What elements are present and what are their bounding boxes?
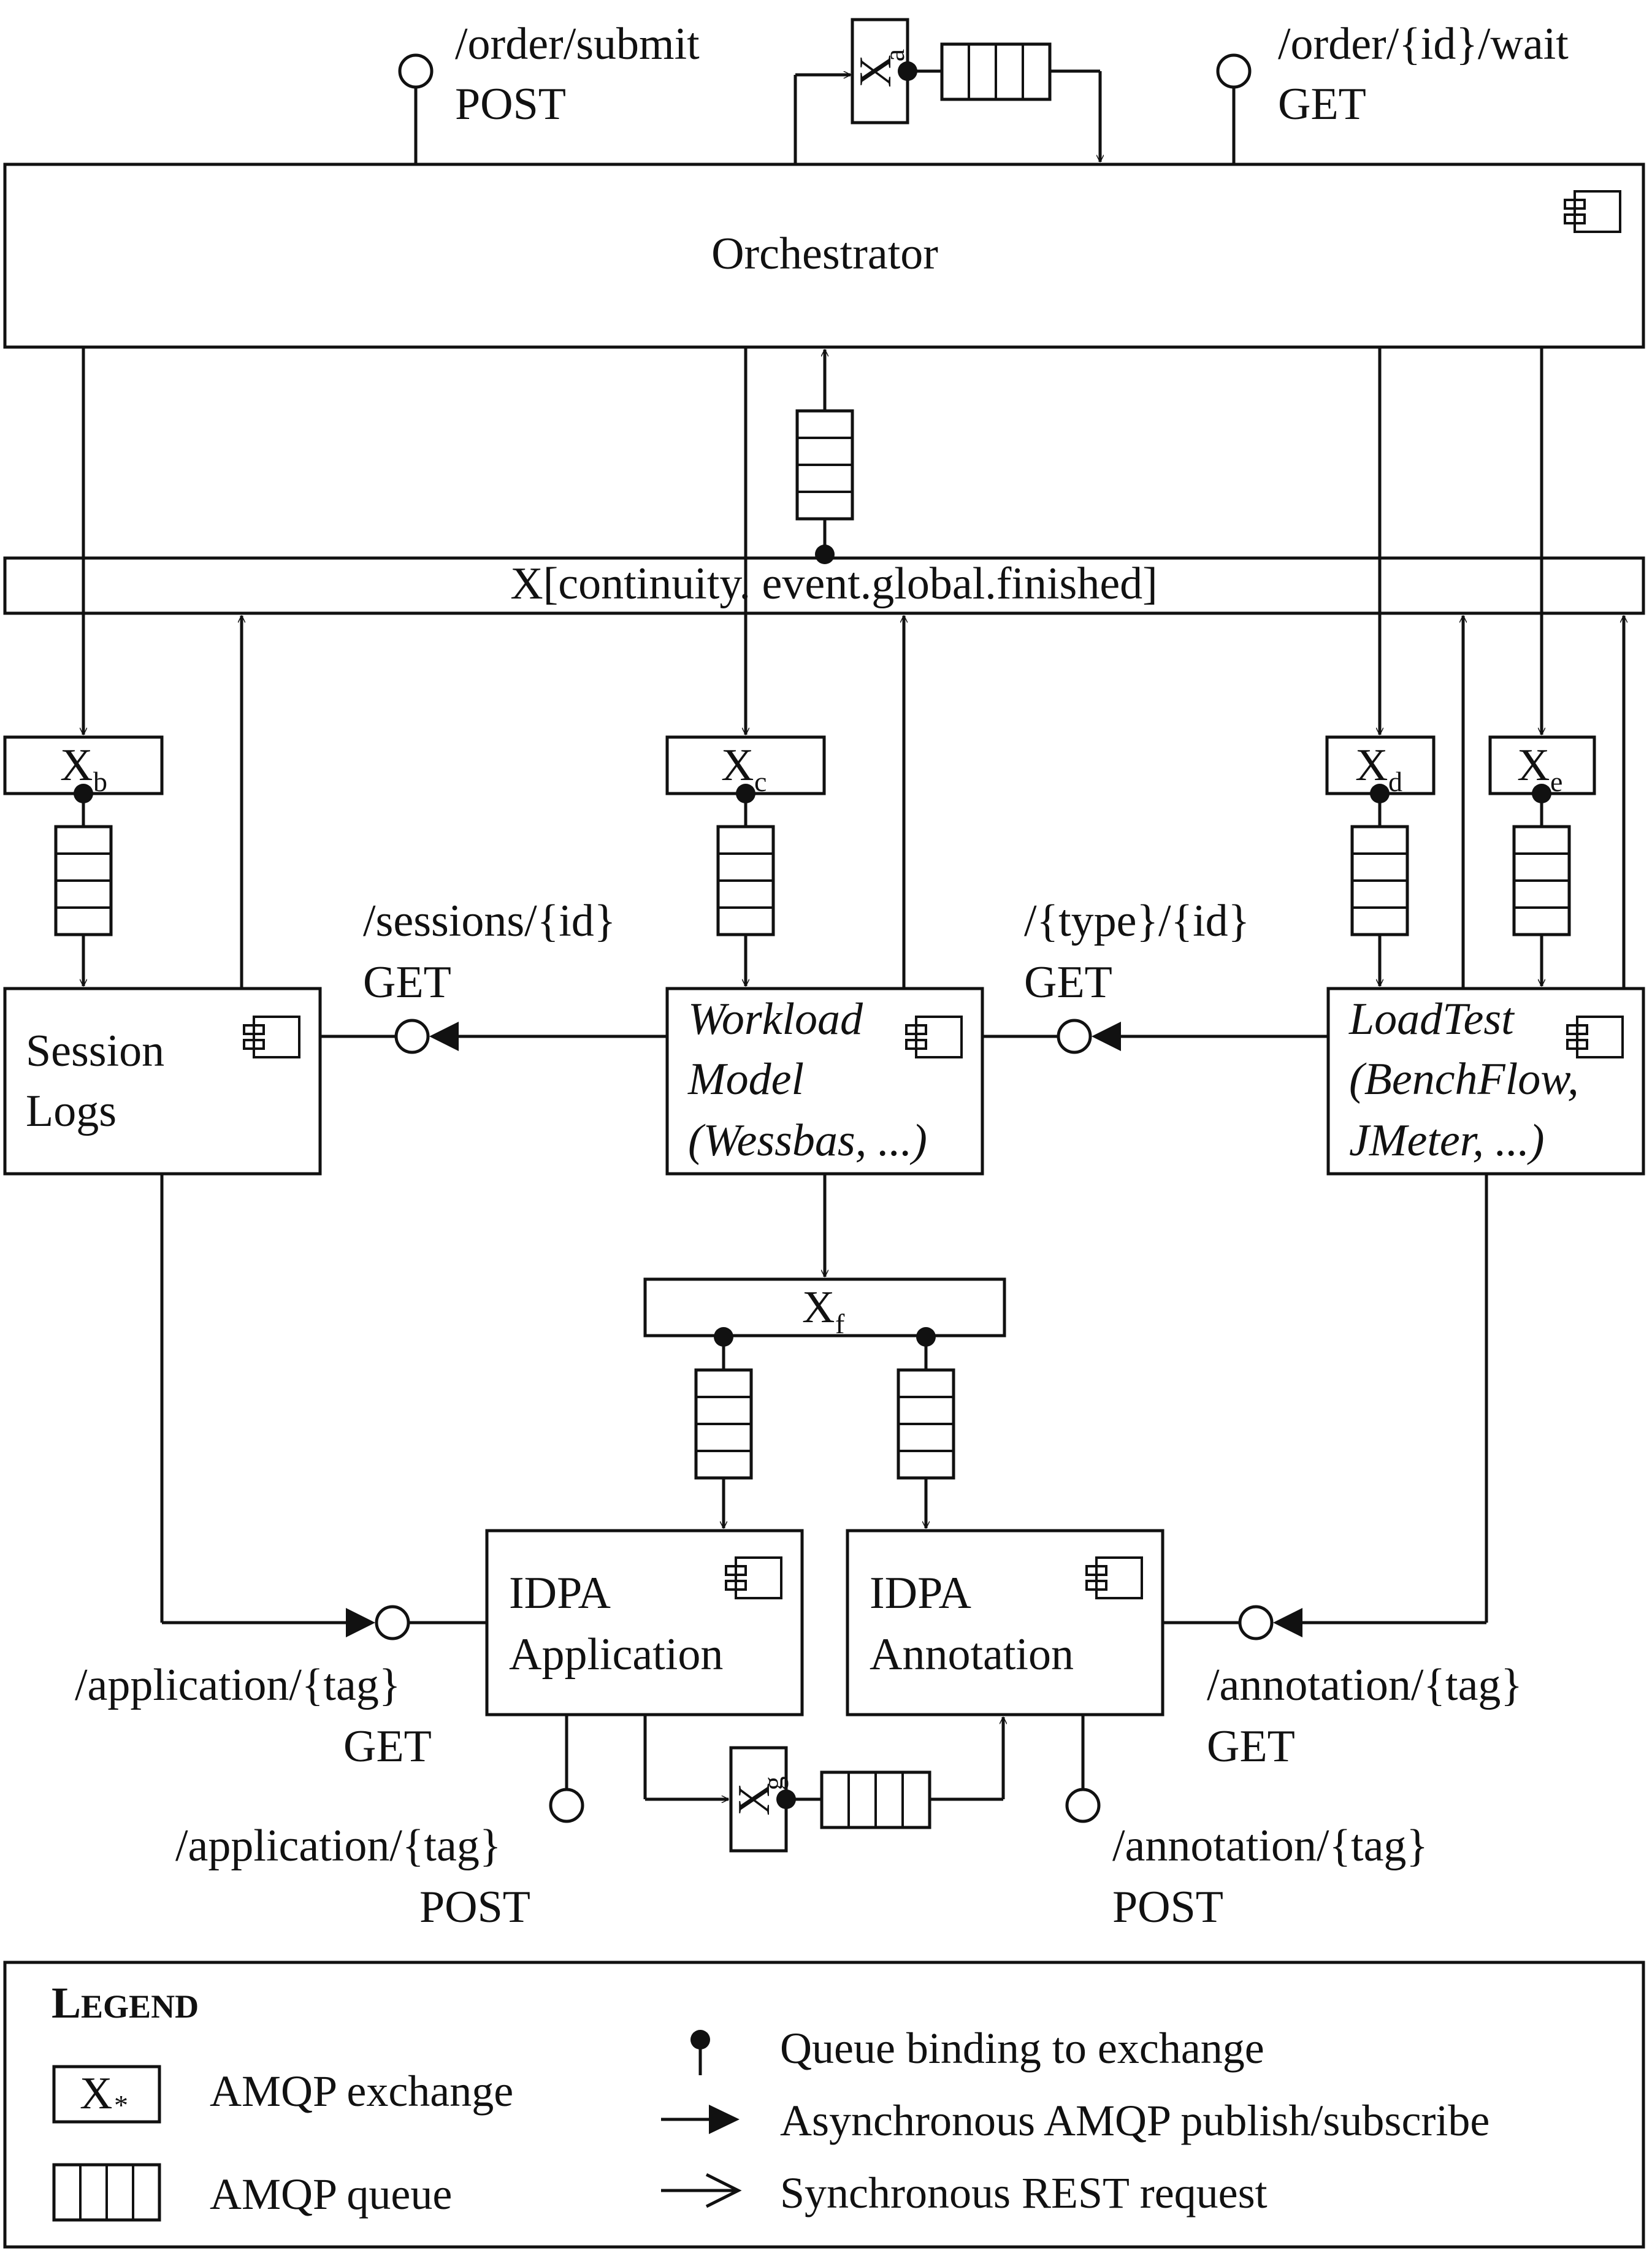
exchange-xe: X e (1488, 735, 1596, 986)
global-exchange-label: X[continuity. event.global.finished] (510, 559, 1158, 609)
exchange-xd: X d (1325, 735, 1436, 986)
application-get-method: GET (343, 1721, 432, 1772)
xc-symbol: X (721, 740, 754, 790)
session-logs-line2: Logs (26, 1086, 117, 1136)
legend-exchange-subscript: * (114, 2089, 128, 2121)
idpa-application-line1: IDPA (509, 1568, 611, 1618)
sessions-path: /sessions/{id} (363, 896, 616, 946)
xe-subscript: e (1550, 766, 1562, 797)
order-wait-path: /order/{id}/wait (1278, 19, 1569, 69)
loadtest-line1: LoadTest (1348, 994, 1515, 1044)
orchestrator-component: Orchestrator (3, 163, 1645, 349)
idpa-annotation-line1: IDPA (870, 1568, 971, 1618)
legend-exchange-item: X * AMQP exchange (52, 2065, 513, 2124)
order-submit-path: /order/submit (455, 19, 700, 69)
application-post-path: /application/{tag} (175, 1821, 501, 1871)
component-icon (905, 1016, 963, 1058)
annotation-get-path: /annotation/{tag} (1207, 1660, 1523, 1710)
order-wait-method: GET (1278, 79, 1366, 129)
order-submit-endpoint: /order/submit POST (398, 19, 700, 164)
workload-model-component: Workload Model (Wessbas, ...) (665, 987, 984, 1176)
legend-exchange-label: AMQP exchange (210, 2067, 513, 2116)
orchestrator-calls (83, 347, 1542, 735)
idpa-application-component: IDPA Application (485, 1529, 804, 1716)
component-icon (1566, 1016, 1624, 1058)
xg-subscript: g (757, 1777, 789, 1791)
publish-global (242, 616, 1624, 987)
component-icon (1564, 190, 1621, 233)
xd-subscript: d (1388, 766, 1402, 797)
sessions-method: GET (363, 957, 451, 1008)
session-logs-line1: Session (26, 1026, 164, 1076)
session-logs-component: Session Logs (3, 987, 322, 1176)
application-post-endpoint: /application/{tag} POST (175, 1715, 584, 1932)
legend-async-item: Asynchronous AMQP publish/subscribe (661, 2096, 1489, 2145)
global-queue (795, 350, 854, 564)
global-exchange: X[continuity. event.global.finished] (3, 556, 1645, 615)
component-icon (725, 1556, 782, 1599)
component-icon (243, 1016, 300, 1058)
type-id-interface: /{type}/{id} GET (982, 896, 1328, 1054)
application-get-interface: /application/{tag} GET (75, 1174, 487, 1772)
legend-queue-label: AMQP queue (210, 2170, 452, 2219)
sessions-interface: /sessions/{id} GET (320, 896, 667, 1054)
xd-symbol: X (1355, 740, 1388, 790)
xg-symbol: X (729, 1783, 779, 1815)
exchange-xc: X c (665, 735, 826, 986)
xa-symbol: X (851, 55, 901, 87)
orchestrator-label: Orchestrator (711, 229, 938, 279)
exchange-xg: X g (643, 1715, 1003, 1853)
application-post-method: POST (419, 1882, 530, 1932)
application-get-path: /application/{tag} (75, 1660, 400, 1710)
exchange-xf: X f (643, 1277, 1006, 1370)
annotation-post-method: POST (1112, 1882, 1223, 1932)
type-id-method: GET (1024, 957, 1112, 1008)
xf-symbol: X (802, 1282, 835, 1333)
idpa-application-line2: Application (509, 1629, 723, 1680)
component-icon (1085, 1556, 1143, 1599)
xe-symbol: X (1517, 740, 1550, 790)
legend-binding-item: Queue binding to exchange (690, 2024, 1264, 2075)
order-wait-endpoint: /order/{id}/wait GET (1216, 19, 1569, 164)
type-id-path: /{type}/{id} (1024, 896, 1250, 946)
annotation-get-method: GET (1207, 1721, 1295, 1772)
loadtest-line2: (BenchFlow, (1349, 1054, 1579, 1104)
legend-async-label: Asynchronous AMQP publish/subscribe (780, 2096, 1489, 2145)
legend-exchange-symbol: X (80, 2068, 112, 2119)
idpa-annotation-component: IDPA Annotation (846, 1529, 1164, 1716)
idpa-annotation-line2: Annotation (870, 1629, 1074, 1680)
legend-queue-item: AMQP queue (52, 2163, 452, 2222)
workload-model-line1: Workload (688, 994, 863, 1044)
legend: LEGEND X * AMQP exchange AMQP queue Queu… (3, 1961, 1645, 2249)
loadtest-component: LoadTest (BenchFlow, JMeter, ...) (1326, 987, 1645, 1176)
workload-model-line3: (Wessbas, ...) (688, 1115, 927, 1166)
exchange-xa: X a (793, 18, 1100, 164)
xa-subscript: a (879, 49, 910, 61)
loadtest-line3: JMeter, ...) (1349, 1115, 1544, 1166)
exchange-xb: X b (3, 735, 164, 986)
xb-symbol: X (60, 740, 93, 790)
legend-binding-label: Queue binding to exchange (780, 2024, 1264, 2073)
xb-subscript: b (93, 766, 107, 797)
xc-subscript: c (754, 766, 767, 797)
annotation-post-path: /annotation/{tag} (1112, 1821, 1428, 1871)
legend-title: LEGEND (52, 1978, 199, 2027)
xf-queues (694, 1368, 955, 1528)
annotation-get-interface: /annotation/{tag} GET (1163, 1174, 1523, 1772)
legend-sync-item: Synchronous REST request (661, 2168, 1268, 2217)
legend-sync-label: Synchronous REST request (780, 2168, 1268, 2217)
xf-subscript: f (835, 1308, 845, 1339)
annotation-post-endpoint: /annotation/{tag} POST (1065, 1715, 1428, 1932)
order-submit-method: POST (455, 79, 566, 129)
workload-model-line2: Model (687, 1054, 804, 1104)
